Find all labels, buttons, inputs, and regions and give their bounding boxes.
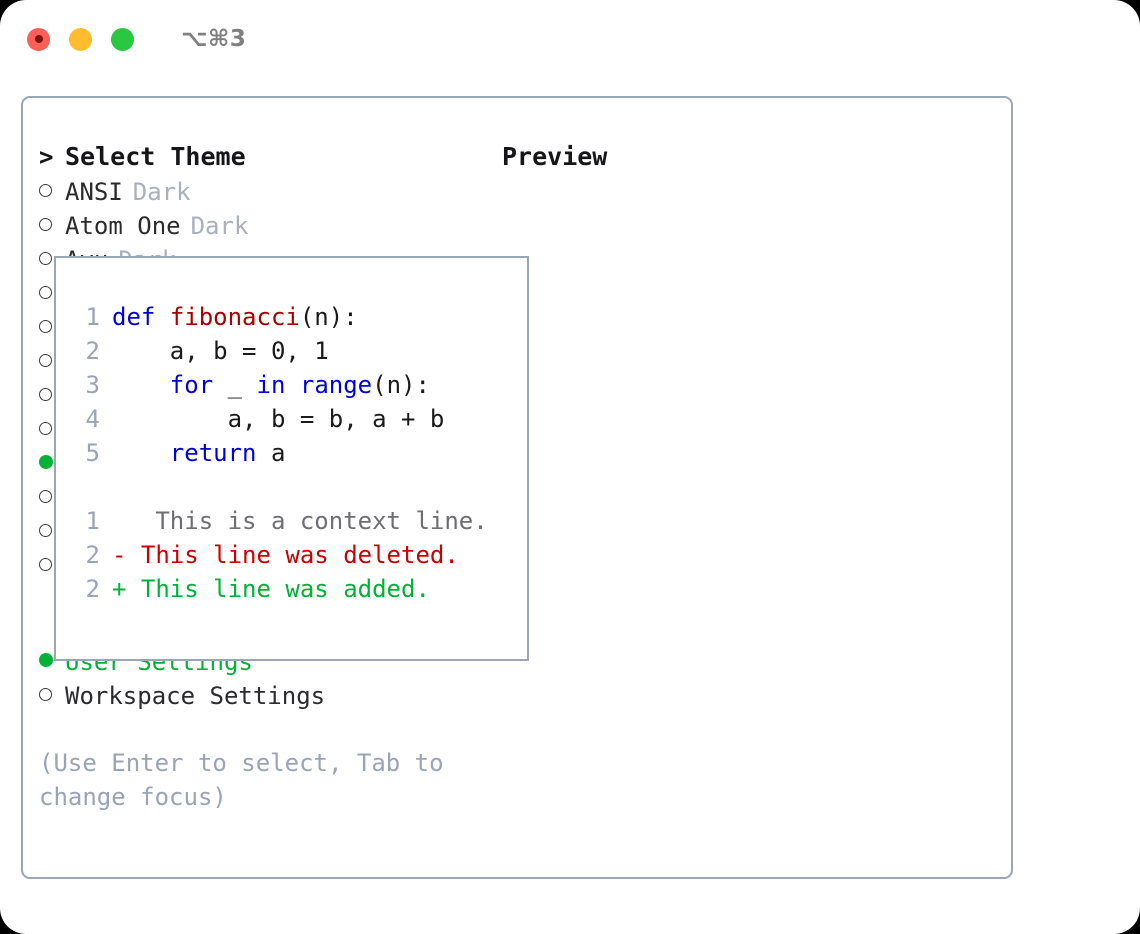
code-line-text: a, b = b, a + b — [112, 402, 445, 436]
radio-unselected-icon — [39, 350, 65, 374]
radio-unselected-icon — [39, 418, 65, 442]
close-window-icon[interactable] — [27, 27, 50, 51]
diff-line: 1 This is a context line. — [70, 504, 488, 538]
line-number: 1 — [85, 507, 100, 535]
radio-glyph — [39, 455, 53, 469]
code-line: 4 a, b = b, a + b — [70, 402, 488, 436]
diff-sign: + — [112, 575, 127, 603]
code-token: (n): — [299, 303, 358, 331]
theme-list-header: > Select Theme — [39, 142, 499, 178]
diff-line-text: This is a context line. — [126, 507, 488, 535]
radio-glyph — [39, 489, 52, 503]
code-token: in — [256, 371, 286, 399]
code-line-text: a, b = 0, 1 — [112, 334, 329, 368]
code-token — [112, 439, 170, 467]
radio-glyph — [39, 557, 52, 571]
diff-sign — [112, 504, 126, 538]
line-number: 2 — [85, 337, 100, 365]
diff-sign: - — [112, 541, 127, 569]
radio-glyph — [39, 387, 52, 401]
radio-unselected-icon — [39, 384, 65, 408]
radio-glyph — [39, 285, 52, 299]
code-blank-line — [70, 470, 488, 504]
radio-unselected-icon — [39, 180, 65, 204]
code-token: def — [112, 303, 156, 331]
theme-kind-badge: Dark — [132, 178, 191, 206]
minimize-window-icon[interactable] — [69, 27, 92, 51]
code-token: (n): — [372, 371, 430, 399]
radio-unselected-icon — [39, 684, 65, 708]
diff-line-text: This line was added. — [126, 575, 430, 603]
radio-glyph — [39, 421, 52, 435]
code-line: 1 def fibonacci(n): — [70, 300, 488, 334]
theme-list-item[interactable]: ANSI Dark — [39, 178, 499, 212]
code-line-text: def fibonacci(n): — [112, 300, 358, 334]
line-number: 3 — [85, 371, 100, 399]
code-token: for — [169, 371, 214, 399]
zoom-window-icon[interactable] — [111, 27, 134, 51]
apply-to-option-label: Workspace Settings — [65, 682, 326, 710]
code-token: a, b = 0, 1 — [112, 337, 329, 365]
radio-glyph — [39, 217, 52, 231]
radio-unselected-icon — [39, 554, 65, 578]
theme-kind-badge: Dark — [190, 212, 249, 240]
code-token: fibonacci — [169, 303, 300, 331]
radio-glyph — [39, 523, 52, 537]
preview-pane: Preview — [502, 142, 1002, 171]
code-token: a, b = b, a + b — [112, 405, 445, 433]
radio-unselected-icon — [39, 282, 65, 306]
code-line-text: return a — [112, 436, 286, 470]
radio-glyph — [39, 251, 52, 265]
code-token — [155, 303, 169, 331]
code-token — [112, 371, 170, 399]
help-text: (Use Enter to select, Tab to change focu… — [39, 749, 444, 811]
diff-line-text: This line was deleted. — [126, 541, 459, 569]
window-controls — [27, 27, 134, 51]
theme-name: Atom One — [65, 212, 181, 240]
line-number: 1 — [85, 303, 100, 331]
line-number: 4 — [85, 405, 100, 433]
title-bar: ⌥⌘3 — [0, 0, 1140, 78]
radio-unselected-icon — [39, 214, 65, 238]
radio-selected-icon — [39, 452, 65, 476]
radio-glyph — [39, 319, 52, 333]
line-number: 2 — [85, 575, 100, 603]
radio-unselected-icon — [39, 316, 65, 340]
radio-glyph — [39, 687, 52, 701]
code-token: a — [256, 439, 286, 467]
code-token: return — [169, 439, 257, 467]
radio-unselected-icon — [39, 520, 65, 544]
code-token: range — [299, 371, 373, 399]
keyboard-shortcut-label: ⌥⌘3 — [181, 26, 247, 52]
diff-line: 2- This line was deleted. — [70, 538, 488, 572]
line-number: 2 — [85, 541, 100, 569]
radio-glyph — [39, 353, 52, 367]
radio-unselected-icon — [39, 486, 65, 510]
radio-glyph — [39, 183, 52, 197]
theme-list-item[interactable]: Atom One Dark — [39, 212, 499, 246]
radio-glyph — [39, 653, 53, 667]
line-number: 5 — [85, 439, 100, 467]
theme-name: ANSI — [65, 178, 123, 206]
apply-to-option[interactable]: Workspace Settings — [39, 682, 499, 716]
radio-selected-icon — [39, 650, 65, 674]
theme-list-title: Select Theme — [65, 142, 246, 171]
code-line-text: for _ in range(n): — [112, 368, 430, 402]
caret-icon: > — [39, 143, 54, 171]
code-token: _ — [213, 371, 257, 399]
code-line: 5 return a — [70, 436, 488, 470]
code-token — [285, 371, 299, 399]
code-line: 3 for _ in range(n): — [70, 368, 488, 402]
radio-unselected-icon — [39, 248, 65, 272]
code-line: 2 a, b = 0, 1 — [70, 334, 488, 368]
diff-line: 2 + This line was added. — [70, 572, 488, 606]
preview-title: Preview — [502, 142, 608, 171]
